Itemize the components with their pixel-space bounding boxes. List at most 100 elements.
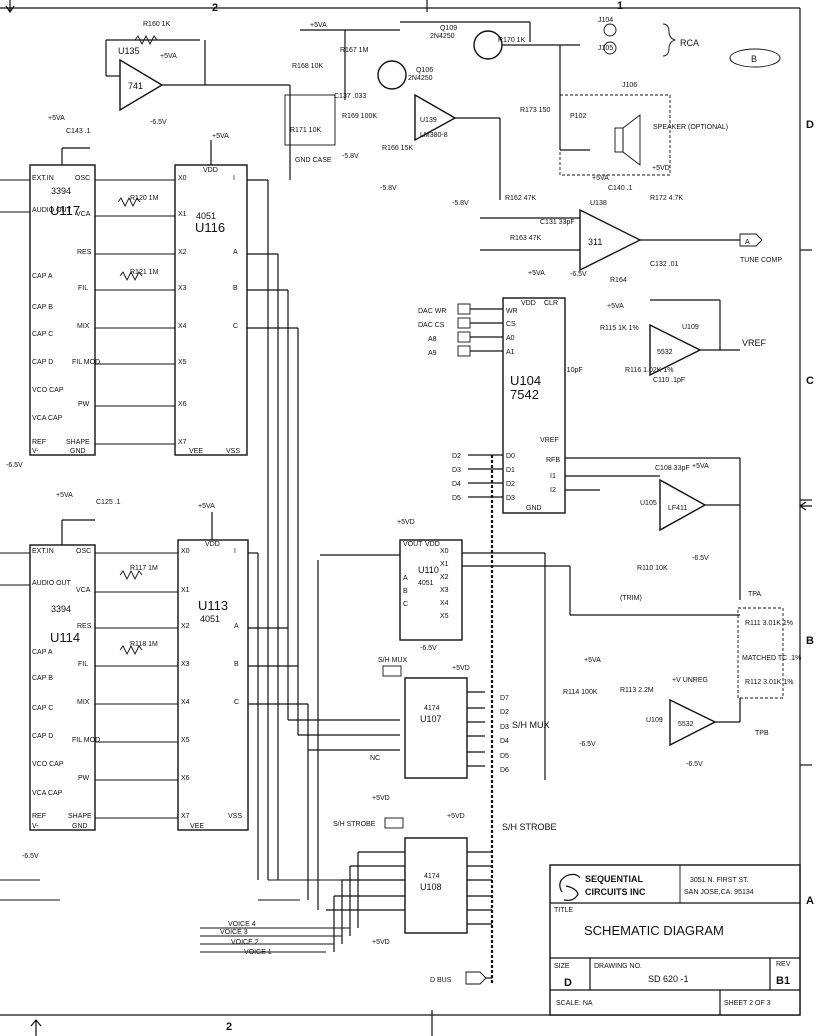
svg-text:-5.8V: -5.8V bbox=[452, 200, 469, 207]
svg-text:D2: D2 bbox=[452, 453, 461, 460]
svg-text:VEE: VEE bbox=[189, 448, 203, 455]
svg-text:U105: U105 bbox=[640, 500, 657, 507]
svg-text:+5VA: +5VA bbox=[692, 463, 709, 470]
svg-text:B: B bbox=[403, 588, 408, 595]
rev-label: REV bbox=[776, 961, 791, 968]
tune-comp-output[interactable]: A TUNE COMP bbox=[739, 233, 782, 264]
svg-text:D3: D3 bbox=[452, 467, 461, 474]
svg-text:GND: GND bbox=[72, 823, 88, 830]
svg-text:D2: D2 bbox=[506, 481, 515, 488]
svg-text:C131 33pF: C131 33pF bbox=[540, 219, 575, 226]
svg-text:C132 .01: C132 .01 bbox=[650, 261, 679, 268]
tune-comp-flag-icon: A bbox=[745, 239, 750, 246]
svg-text:X0: X0 bbox=[178, 175, 187, 182]
svg-text:A: A bbox=[233, 249, 238, 256]
svg-text:A8: A8 bbox=[428, 336, 437, 343]
svg-text:R162 47K: R162 47K bbox=[505, 195, 536, 202]
row-label-b: B bbox=[806, 635, 814, 647]
arrow-down-icon bbox=[5, 0, 15, 14]
svg-text:R160 1K: R160 1K bbox=[143, 21, 171, 28]
sh-strobe-label: S/H STROBE bbox=[502, 822, 557, 832]
u109-vref: 5532 U109 VREF R115 1K 1% R116 1.02K 1% … bbox=[548, 299, 767, 384]
svg-text:R118 1M: R118 1M bbox=[130, 641, 158, 648]
svg-text:-6.5V: -6.5V bbox=[579, 741, 596, 748]
company-name-line1: SEQUENTIAL bbox=[585, 874, 644, 884]
svg-text:X3: X3 bbox=[440, 587, 449, 594]
svg-text:4174: 4174 bbox=[424, 705, 440, 712]
svg-text:LF411: LF411 bbox=[668, 505, 687, 512]
d-bus-connector[interactable]: D BUS bbox=[430, 971, 492, 985]
zone-label-top-right: 1 bbox=[617, 0, 623, 12]
svg-text:FIL: FIL bbox=[78, 285, 88, 292]
svg-text:5532: 5532 bbox=[657, 349, 673, 356]
u117-supply: +5VA bbox=[48, 115, 65, 122]
svg-text:A: A bbox=[234, 623, 239, 630]
u135-opamp: 741 U135 R160 1K -6.5V +5VA bbox=[105, 21, 291, 180]
svg-text:X5: X5 bbox=[181, 737, 190, 744]
svg-text:+5VD: +5VD bbox=[397, 519, 415, 526]
sh-strobe-input[interactable]: S/H STROBE bbox=[333, 817, 404, 829]
svg-text:-5.8V: -5.8V bbox=[342, 153, 359, 160]
svg-text:R167 1M: R167 1M bbox=[340, 47, 369, 54]
svg-text:D BUS: D BUS bbox=[430, 977, 452, 984]
svg-text:X3: X3 bbox=[178, 285, 187, 292]
svg-text:VDD: VDD bbox=[205, 541, 220, 548]
u117-support: +5VA C143 .1 R120 1M R121 1M -6.5V bbox=[6, 115, 175, 469]
drawing-no-label: DRAWING NO. bbox=[594, 963, 642, 970]
svg-text:C110 .1pF: C110 .1pF bbox=[653, 377, 685, 384]
title-block: SEQUENTIAL CIRCUITS INC 3051 N. FIRST ST… bbox=[549, 864, 801, 1016]
svg-text:OSC: OSC bbox=[76, 548, 91, 555]
svg-text:R110 10K: R110 10K bbox=[637, 565, 668, 572]
svg-text:R172 4.7K: R172 4.7K bbox=[650, 195, 683, 202]
svg-text:-6.5V: -6.5V bbox=[692, 555, 709, 562]
svg-text:R173 150: R173 150 bbox=[520, 107, 550, 114]
row-label-c: C bbox=[806, 375, 814, 387]
svg-text:+5VD: +5VD bbox=[452, 665, 470, 672]
svg-text:3394: 3394 bbox=[51, 604, 71, 614]
u135-pos-supply: +5VA bbox=[160, 53, 177, 60]
svg-text:C143 .1: C143 .1 bbox=[66, 128, 91, 135]
svg-text:V-: V- bbox=[32, 448, 39, 455]
svg-text:X7: X7 bbox=[178, 439, 187, 446]
revision: B1 bbox=[776, 975, 790, 987]
svg-text:VCO CAP: VCO CAP bbox=[32, 761, 64, 768]
svg-text:I: I bbox=[234, 548, 236, 555]
svg-text:CAP A: CAP A bbox=[32, 273, 53, 280]
svg-text:A: A bbox=[403, 575, 408, 582]
sh-mux-input[interactable]: S/H MUX bbox=[378, 657, 408, 677]
svg-text:S/H STROBE: S/H STROBE bbox=[333, 821, 376, 828]
svg-text:X5: X5 bbox=[178, 359, 187, 366]
svg-text:CAP B: CAP B bbox=[32, 304, 53, 311]
arrow-up-icon bbox=[30, 1019, 42, 1036]
sh-mux-label: S/H MUX bbox=[512, 720, 550, 730]
svg-text:311: 311 bbox=[588, 237, 602, 247]
svg-text:U135: U135 bbox=[118, 46, 140, 56]
svg-text:+5VD: +5VD bbox=[652, 165, 670, 172]
u107-chip: U107 4174 D7 D2 D3 D4 D5 D6 S/H MUX NC +… bbox=[370, 665, 550, 802]
svg-text:R112 3.01K 1%: R112 3.01K 1% bbox=[745, 679, 794, 686]
svg-text:+5VA: +5VA bbox=[607, 303, 624, 310]
svg-text:R115 1K 1%: R115 1K 1% bbox=[600, 325, 639, 332]
speaker-icon bbox=[622, 114, 641, 166]
svg-text:VCO CAP: VCO CAP bbox=[32, 387, 64, 394]
svg-text:C140 .1: C140 .1 bbox=[608, 185, 633, 192]
svg-text:2N4250: 2N4250 bbox=[430, 33, 455, 40]
svg-text:X0: X0 bbox=[181, 548, 190, 555]
svg-text:A0: A0 bbox=[506, 335, 515, 342]
svg-text:X1: X1 bbox=[178, 211, 187, 218]
svg-text:FIL MOD: FIL MOD bbox=[72, 359, 100, 366]
svg-text:D5: D5 bbox=[452, 495, 461, 502]
svg-text:D3: D3 bbox=[500, 724, 509, 731]
svg-text:X1: X1 bbox=[181, 587, 190, 594]
arrow-left-icon bbox=[798, 501, 812, 511]
svg-text:D4: D4 bbox=[500, 738, 509, 745]
svg-text:GND CASE: GND CASE bbox=[295, 157, 332, 164]
company-name-line2: CIRCUITS INC bbox=[585, 887, 646, 897]
svg-text:GND: GND bbox=[70, 448, 86, 455]
svg-text:OSC: OSC bbox=[75, 175, 90, 182]
u114-chip: U114 3394 EXT.IN OSC AUDIO OUT VCA RES C… bbox=[29, 544, 100, 831]
svg-text:X4: X4 bbox=[181, 699, 190, 706]
svg-text:U110: U110 bbox=[418, 565, 439, 575]
